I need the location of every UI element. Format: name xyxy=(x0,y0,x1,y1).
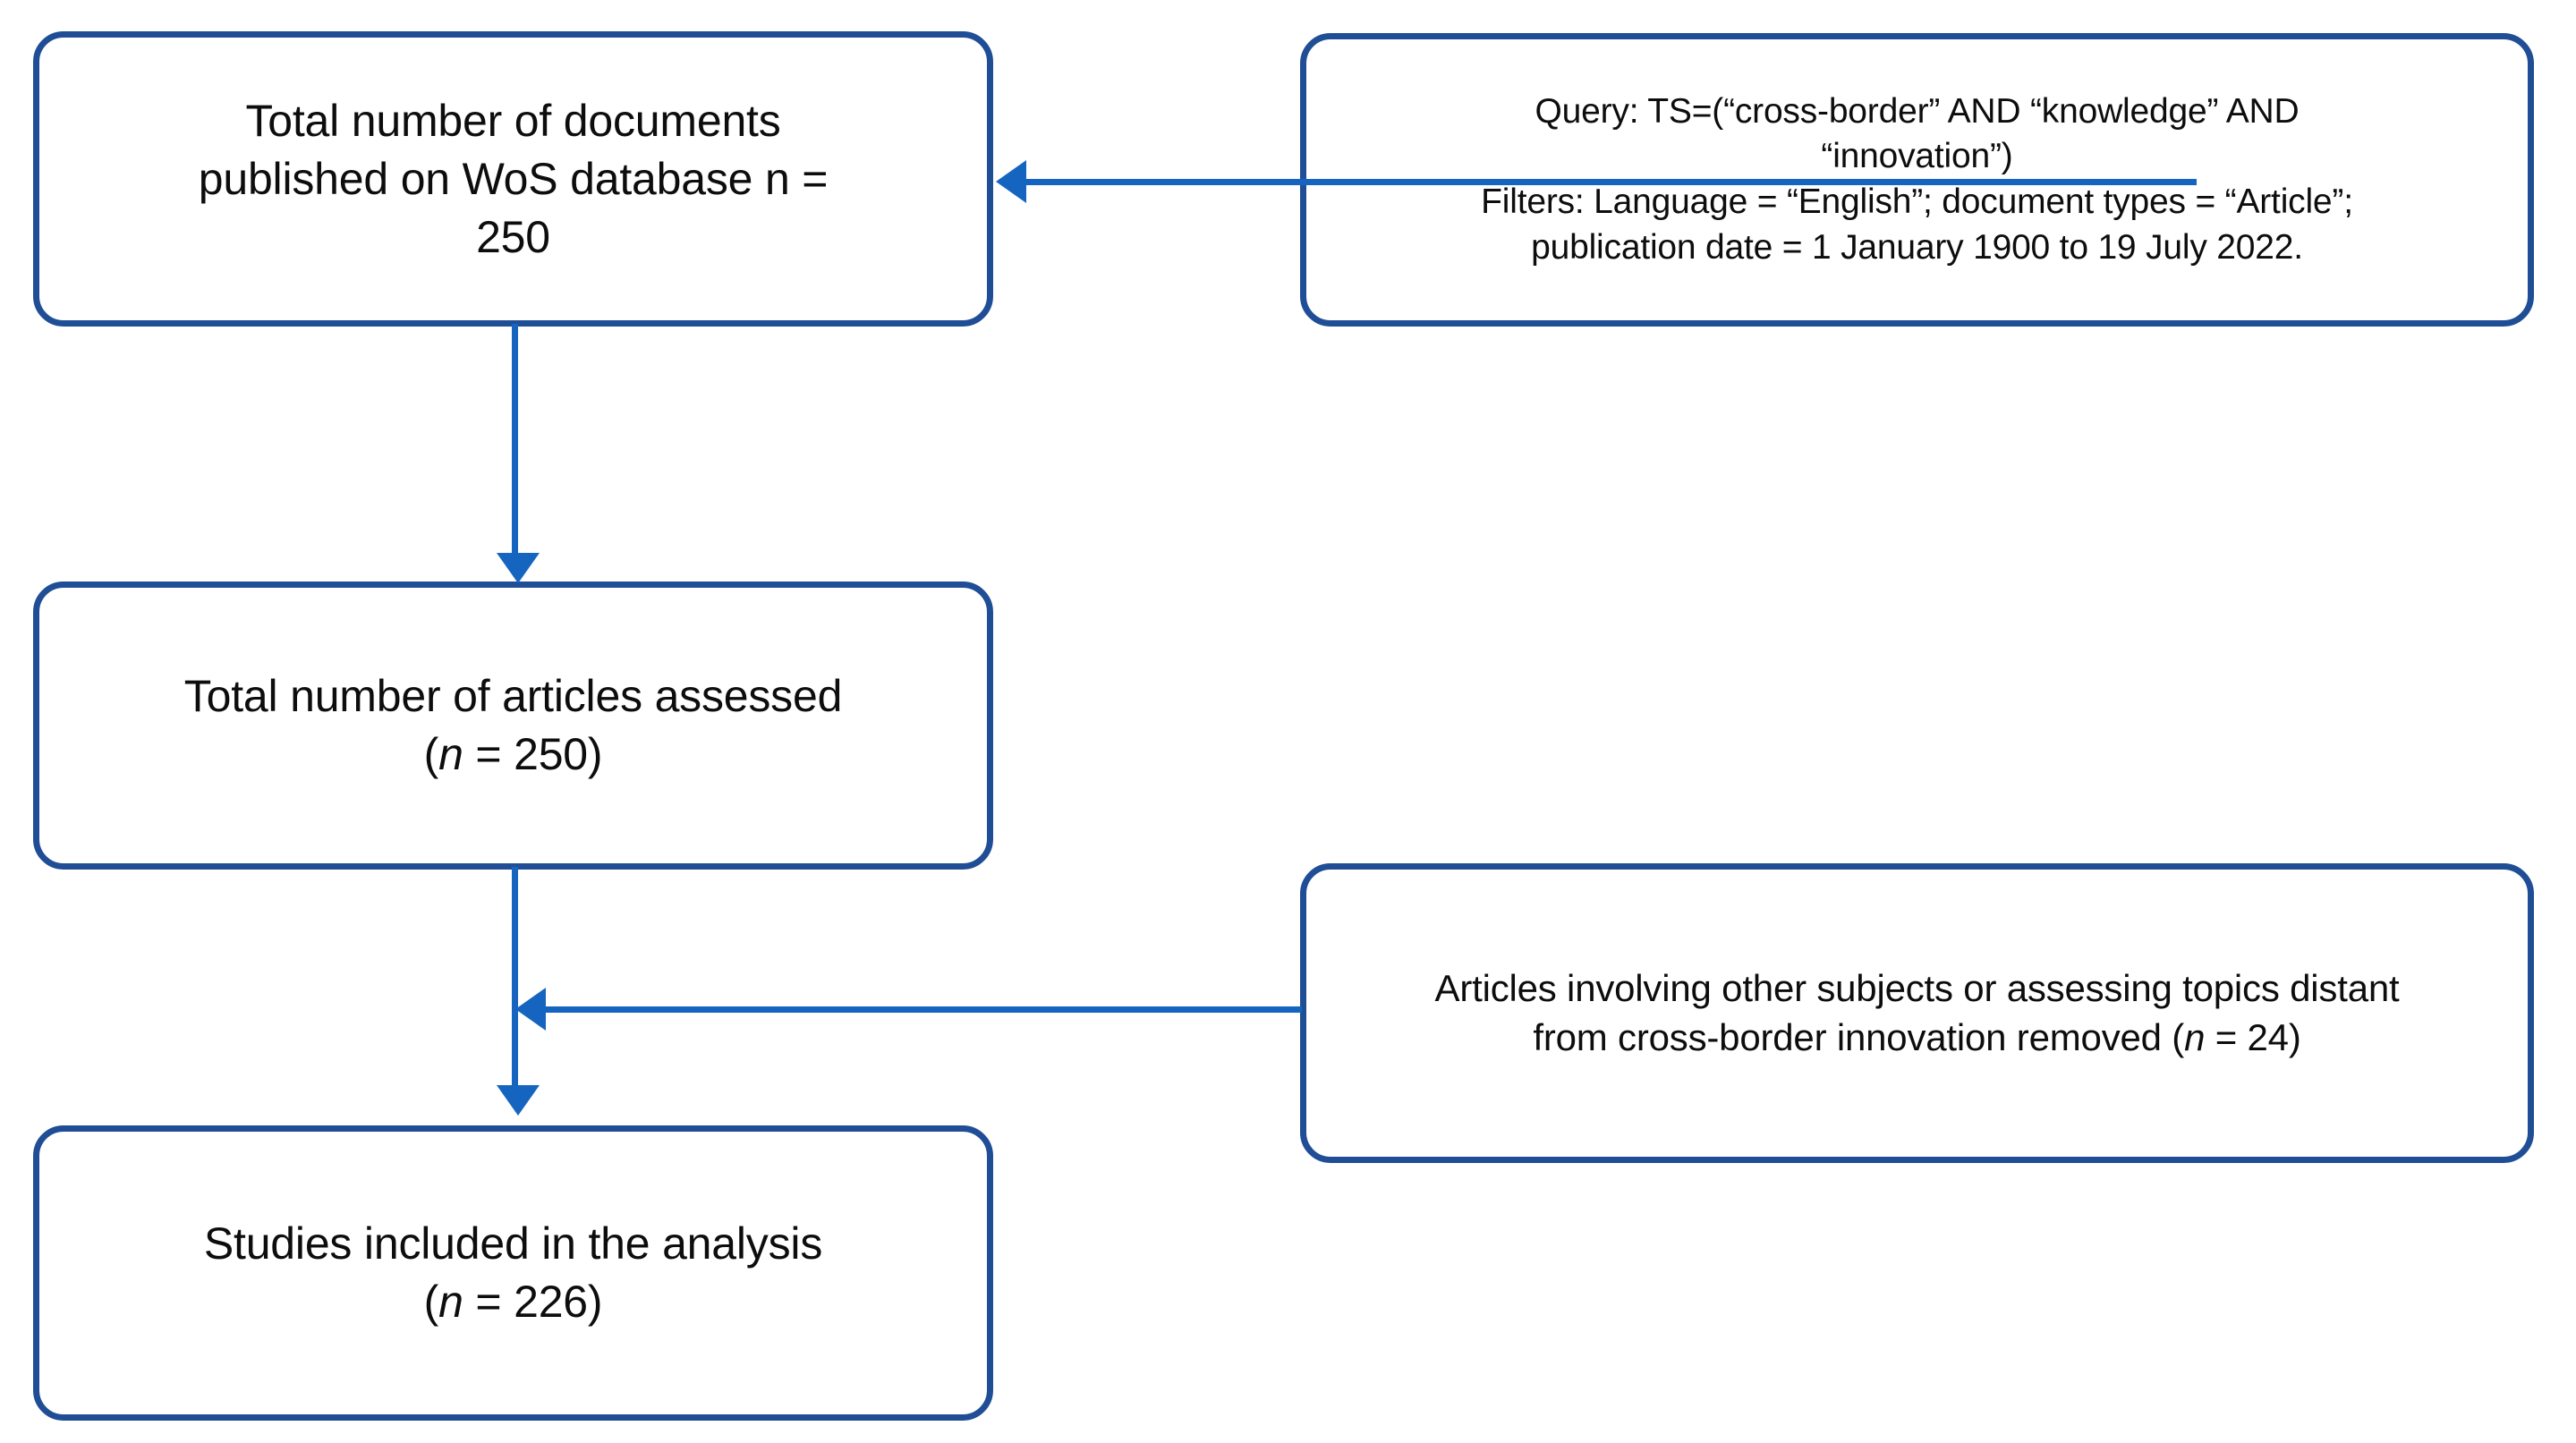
node-articles-assessed-paren-open: ( xyxy=(423,729,439,779)
arrow-left-icon-excluded-to-flow xyxy=(515,988,546,1031)
arrow-left-icon-query-to-documents xyxy=(996,160,1026,203)
node-query-line2: “innovation”) xyxy=(1821,137,2013,176)
node-studies-included-line1: Studies included in the analysis xyxy=(203,1218,823,1269)
node-studies-included-paren-open: ( xyxy=(423,1277,439,1327)
node-articles-assessed[interactable]: Total number of articles assessed (n = 2… xyxy=(33,581,993,870)
node-excluded-articles-text: Articles involving other subjects or ass… xyxy=(1306,964,2528,1062)
node-query-line1: Query: TS=(“cross-border” AND “knowledge… xyxy=(1535,91,2300,131)
node-articles-assessed-text: Total number of articles assessed (n = 2… xyxy=(39,667,987,784)
node-studies-included-count: = 226) xyxy=(463,1277,603,1327)
connector-assessed-to-included-line xyxy=(512,867,518,1091)
node-total-documents-line2: published on WoS database n = xyxy=(198,153,829,204)
node-articles-assessed-line2: (n = 250) xyxy=(63,726,964,784)
node-total-documents-line3: 250 xyxy=(476,211,550,262)
node-query-filters-line2: publication date = 1 January 1900 to 19 … xyxy=(1531,227,2303,267)
node-excluded-articles[interactable]: Articles involving other subjects or ass… xyxy=(1300,863,2534,1163)
node-total-documents[interactable]: Total number of documents published on W… xyxy=(33,31,993,327)
node-articles-assessed-n-symbol: n xyxy=(438,729,463,779)
node-total-documents-text: Total number of documents published on W… xyxy=(39,92,987,267)
connector-query-to-documents-line xyxy=(1026,179,2197,185)
connector-excluded-to-flow-line xyxy=(546,1006,1302,1013)
node-studies-included-text: Studies included in the analysis (n = 22… xyxy=(39,1215,987,1331)
node-studies-included-line2: (n = 226) xyxy=(63,1273,964,1331)
node-studies-included[interactable]: Studies included in the analysis (n = 22… xyxy=(33,1125,993,1421)
arrow-down-icon-assessed-to-included xyxy=(497,1085,540,1116)
node-query-filters-text: Query: TS=(“cross-border” AND “knowledge… xyxy=(1306,89,2528,271)
node-excluded-line2: from cross-border innovation removed (n … xyxy=(1330,1014,2504,1063)
connector-documents-to-assessed-line xyxy=(512,324,518,558)
arrow-down-icon-documents-to-assessed xyxy=(497,553,540,583)
node-query-filters[interactable]: Query: TS=(“cross-border” AND “knowledge… xyxy=(1300,33,2534,327)
node-excluded-n-symbol: n xyxy=(2184,1015,2206,1058)
node-articles-assessed-line1: Total number of articles assessed xyxy=(183,671,843,721)
node-excluded-count: = 24) xyxy=(2205,1015,2301,1058)
node-total-documents-line1: Total number of documents xyxy=(245,95,781,146)
node-excluded-line1: Articles involving other subjects or ass… xyxy=(1434,966,2400,1009)
node-studies-included-n-symbol: n xyxy=(438,1277,463,1327)
node-articles-assessed-count: = 250) xyxy=(463,729,603,779)
node-query-filters-line1: Filters: Language = “English”; document … xyxy=(1481,182,2353,221)
node-excluded-line2-prefix: from cross-border innovation removed ( xyxy=(1533,1015,2185,1058)
